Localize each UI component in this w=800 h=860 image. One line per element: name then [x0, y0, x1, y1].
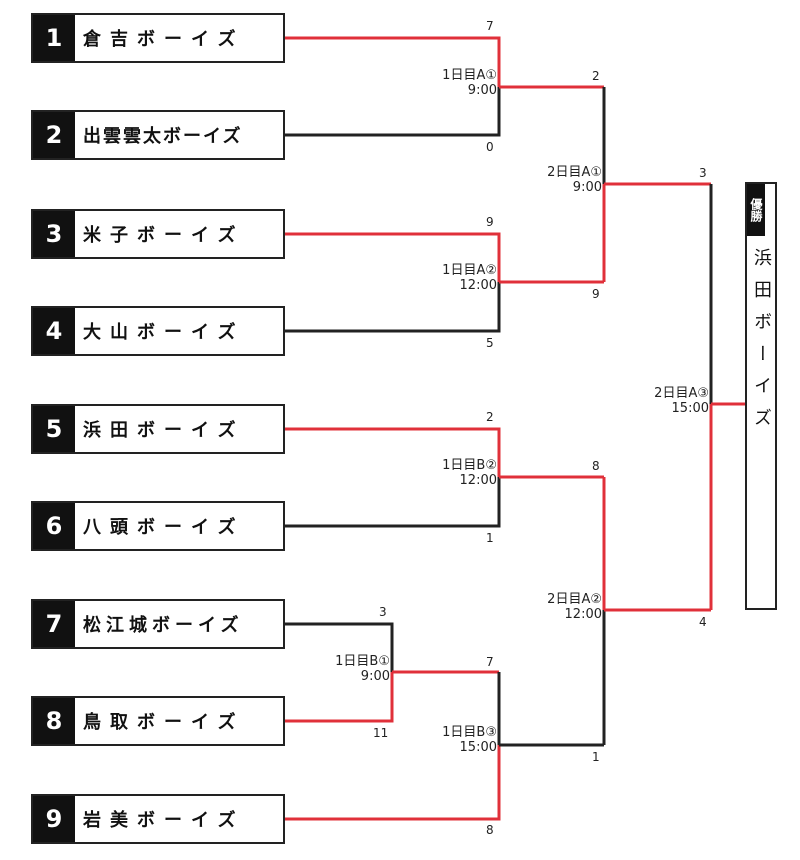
score-d1a1-bottom: 0: [486, 140, 494, 154]
line-team5: [285, 427, 501, 477]
score-d2a2-bottom: 1: [592, 750, 600, 764]
line-team8: [285, 672, 394, 723]
team-box-6: 6 八頭ボーイズ: [31, 501, 285, 551]
team-box-4: 4 大山ボーイズ: [31, 306, 285, 356]
team-name: 松江城ボーイズ: [83, 615, 244, 636]
match-round: 1日目B①: [335, 654, 390, 669]
score-d2a1-top: 2: [592, 69, 600, 83]
match-time: 12:00: [459, 473, 497, 488]
team-seed: 2: [33, 112, 75, 158]
team-name: 米子ボーイズ: [83, 225, 245, 246]
line-team1: [285, 36, 501, 87]
match-label-d2a3: 2日目A③ 15:00: [612, 386, 709, 416]
team-name: 浜田ボーイズ: [83, 420, 245, 441]
score-d1b1-bottom: 11: [373, 726, 389, 740]
match-time: 9:00: [572, 180, 602, 195]
team-name: 出雲雲太ボーイズ: [83, 126, 243, 147]
line-team6: [285, 477, 501, 528]
team-name: 大山ボーイズ: [83, 322, 245, 343]
score-d1b2-top: 2: [486, 410, 494, 424]
match-label-d1b1: 1日目B① 9:00: [293, 654, 390, 684]
match-label-d1b2: 1日目B② 12:00: [400, 458, 497, 488]
match-label-d2a2: 2日目A② 12:00: [505, 592, 602, 622]
score-d2a1-bottom: 9: [592, 287, 600, 301]
match-round: 1日目B②: [442, 458, 497, 473]
score-d1a2-top: 9: [486, 215, 494, 229]
match-round: 1日目A②: [442, 263, 497, 278]
match-time: 15:00: [459, 740, 497, 755]
match-round: 2日目A①: [547, 165, 602, 180]
team-box-2: 2 出雲雲太ボーイズ: [31, 110, 285, 160]
match-time: 9:00: [360, 669, 390, 684]
score-d1a1-top: 7: [486, 19, 494, 33]
score-d2a2-top: 8: [592, 459, 600, 473]
line-team4: [285, 282, 501, 333]
team-seed: 9: [33, 796, 75, 842]
champion-box: 優勝 浜田ボーイズ: [745, 182, 777, 610]
match-round: 1日目A①: [442, 68, 497, 83]
match-label-d1a2: 1日目A② 12:00: [400, 263, 497, 293]
match-time: 9:00: [467, 83, 497, 98]
match-label-d1b3: 1日目B③ 15:00: [400, 725, 497, 755]
line-team7: [285, 622, 394, 672]
team-seed: 4: [33, 308, 75, 354]
match-time: 12:00: [564, 607, 602, 622]
match-label-d1a1: 1日目A① 9:00: [400, 68, 497, 98]
match-time: 12:00: [459, 278, 497, 293]
line-team9: [285, 745, 501, 821]
score-d1b3-bottom: 8: [486, 823, 494, 837]
team-seed: 8: [33, 698, 75, 744]
champion-header: 優勝: [747, 184, 765, 236]
team-seed: 3: [33, 211, 75, 257]
team-seed: 7: [33, 601, 75, 647]
team-name: 倉吉ボーイズ: [83, 29, 245, 50]
team-box-5: 5 浜田ボーイズ: [31, 404, 285, 454]
score-d1b1-top: 3: [379, 605, 387, 619]
team-name: 八頭ボーイズ: [83, 517, 245, 538]
score-d1a2-bottom: 5: [486, 336, 494, 350]
match-round: 2日目A③: [654, 386, 709, 401]
team-box-1: 1 倉吉ボーイズ: [31, 13, 285, 63]
score-d1b2-bottom: 1: [486, 531, 494, 545]
match-label-d2a1: 2日目A① 9:00: [505, 165, 602, 195]
match-round: 2日目A②: [547, 592, 602, 607]
score-d2a3-top: 3: [699, 166, 707, 180]
team-name: 鳥取ボーイズ: [83, 712, 245, 733]
team-box-3: 3 米子ボーイズ: [31, 209, 285, 259]
match-time: 15:00: [671, 401, 709, 416]
champion-name: 浜田ボーイズ: [751, 248, 772, 440]
team-name: 岩美ボーイズ: [83, 810, 245, 831]
team-box-8: 8 鳥取ボーイズ: [31, 696, 285, 746]
team-seed: 6: [33, 503, 75, 549]
score-d1b3-top: 7: [486, 655, 494, 669]
score-d2a3-bottom: 4: [699, 615, 707, 629]
team-seed: 5: [33, 406, 75, 452]
team-box-7: 7 松江城ボーイズ: [31, 599, 285, 649]
line-team2: [285, 87, 501, 137]
team-box-9: 9 岩美ボーイズ: [31, 794, 285, 844]
team-seed: 1: [33, 15, 75, 61]
match-round: 1日目B③: [442, 725, 497, 740]
line-team3: [285, 232, 501, 282]
